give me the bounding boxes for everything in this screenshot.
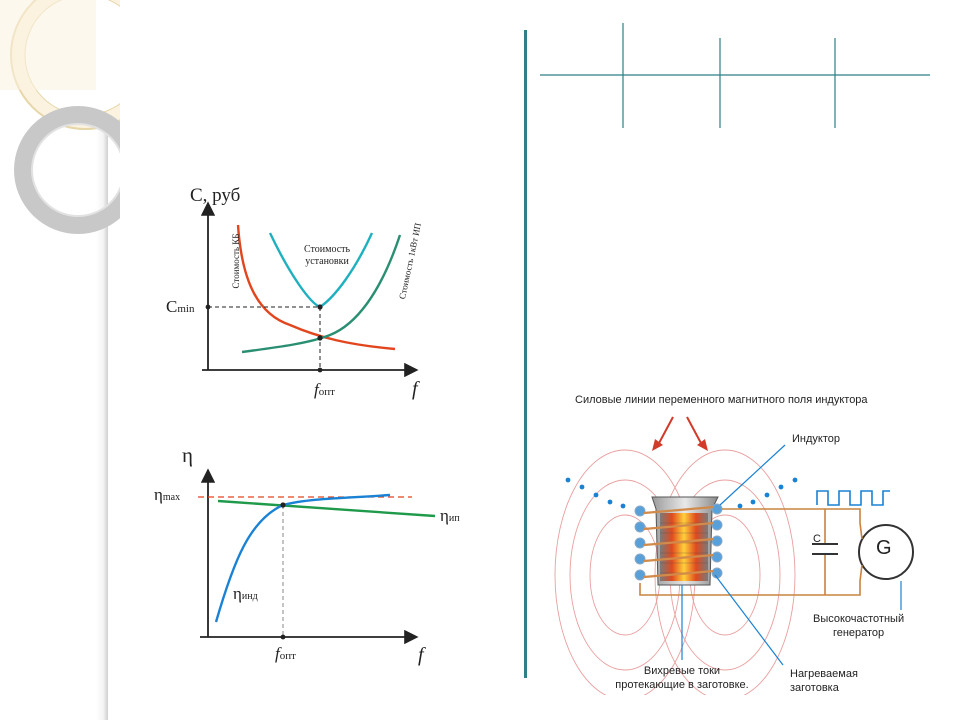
eta-max-label: ηmax [154,485,181,504]
eta-ind-label: ηинд [233,584,258,603]
workpiece-stripes [660,522,708,574]
capacitor-label: C [813,533,821,545]
cost-x-label: f [412,378,418,400]
decorative-ring-gray [14,106,120,234]
generator-label: Высокочастотный генератор [813,613,905,639]
cost-optimum-point [317,304,323,310]
fopt-axis-point [317,367,323,373]
inductor-coil [634,503,723,581]
field-lines-label: Силовые линии переменного магнитного пол… [575,394,868,406]
eta-ip-curve [217,499,436,518]
vertical-divider [524,30,527,678]
coil-turns [643,505,715,579]
field-arrow-right [686,416,703,446]
generator-symbol: G [876,537,892,559]
decorative-ring-gray-inner [31,123,120,217]
field-dots [565,477,798,509]
margin-band [96,0,108,720]
cost-kb-curve [236,224,396,351]
eddy-currents-label: Вихревые токи протекающие в заготовке. [615,665,749,691]
capacitor [812,543,838,555]
field-arrow-left [657,416,674,446]
cost-kw-curve [241,234,402,354]
generator-circle [858,524,914,580]
cost-y-label: C, руб [190,185,241,206]
cost-fopt-label: fопт [314,380,335,399]
cost-chart [200,201,419,378]
induction-heating-diagram [554,416,914,695]
kb-cost-label: Стоимость КБ [231,233,241,289]
leader-lines [681,444,902,666]
eff-x-label: f [418,644,424,666]
eff-fopt-axis-point [280,634,286,640]
eff-y-label: η [182,443,193,467]
eff-fopt-label: fопт [275,644,296,663]
decorative-corner [0,0,96,90]
inductor-label: Индуктор [792,433,840,445]
eta-ip-label: ηип [440,506,460,525]
decorative-left-border [0,0,120,720]
top-right-grid-lines [540,23,930,128]
square-wave [816,490,890,506]
workpiece-label: Нагреваемая заготовка [790,668,858,694]
efficiency-chart [198,468,436,645]
cost-intersection-point [317,335,323,341]
eff-optimum-point [280,502,286,508]
installation-cost-label: Стоимость установки [304,244,351,267]
cmin-axis-point [205,304,211,310]
circuit-wires [639,508,861,596]
cmin-label: Cmin [166,297,195,316]
